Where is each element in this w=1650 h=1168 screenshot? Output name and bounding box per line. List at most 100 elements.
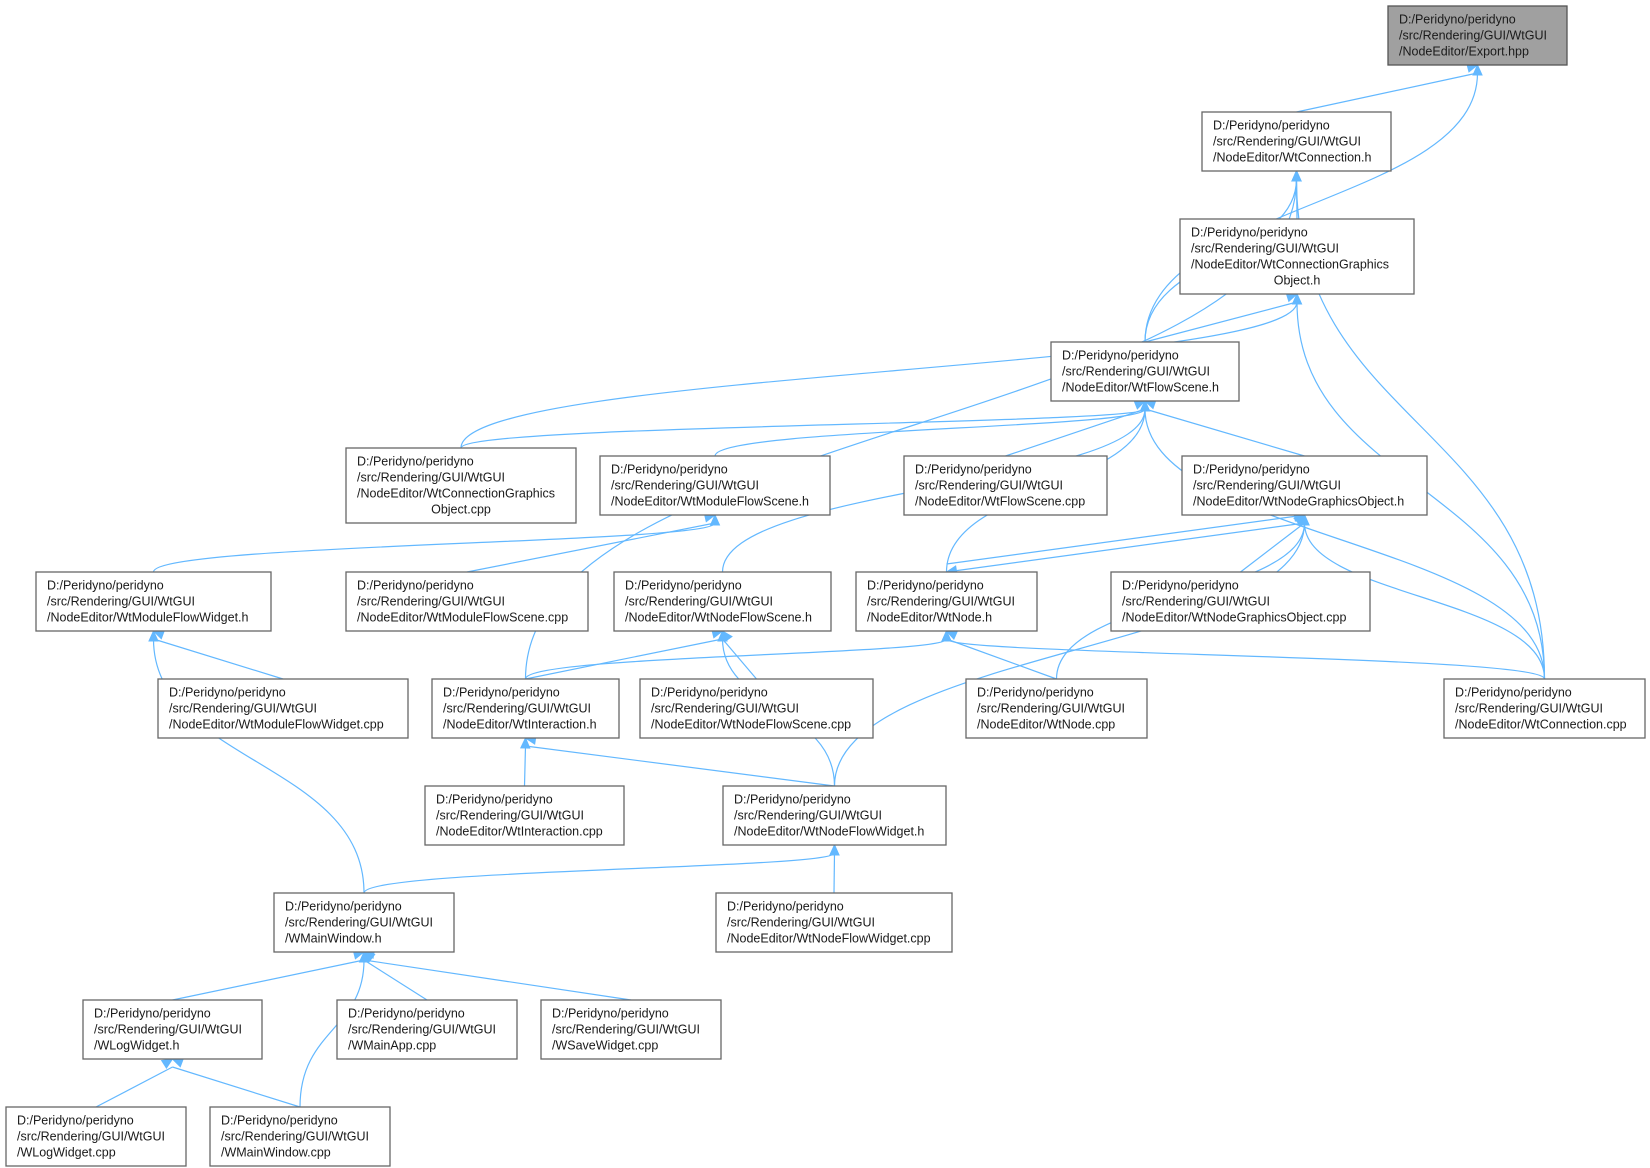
node-label-line: /src/Rendering/GUI/WtGUI: [1193, 479, 1341, 493]
node-label-line: D:/Peridyno/peridyno: [47, 579, 164, 593]
node-box: [540, 999, 722, 1060]
file-node-wtnodeflowscene-h[interactable]: D:/Peridyno/peridyno/src/Rendering/GUI/W…: [613, 571, 832, 632]
dependency-edge: [1005, 408, 1146, 457]
node-label-line: /src/Rendering/GUI/WtGUI: [734, 809, 882, 823]
node-label-line: /src/Rendering/GUI/WtGUI: [977, 702, 1125, 716]
arrowhead: [709, 513, 721, 526]
node-label-line: /NodeEditor/Export.hpp: [1399, 45, 1529, 59]
node-label-line: /src/Rendering/GUI/WtGUI: [651, 702, 799, 716]
dependency-edge: [460, 408, 1146, 449]
node-box: [965, 678, 1148, 739]
file-node-wtnodegfx-cpp[interactable]: D:/Peridyno/peridyno/src/Rendering/GUI/W…: [1110, 571, 1371, 632]
arrowhead: [941, 629, 952, 642]
node-label-line: /src/Rendering/GUI/WtGUI: [1062, 365, 1210, 379]
node-layer: D:/Peridyno/peridyno/src/Rendering/GUI/W…: [5, 5, 1646, 1167]
dependency-edge: [363, 959, 428, 1001]
dependency-edge: [523, 745, 527, 787]
file-node-wtnode-cpp[interactable]: D:/Peridyno/peridyno/src/Rendering/GUI/W…: [965, 678, 1148, 739]
file-node-export-hpp[interactable]: D:/Peridyno/peridyno/src/Rendering/GUI/W…: [1387, 5, 1568, 66]
file-node-wtnodeflowwidget-h[interactable]: D:/Peridyno/peridyno/src/Rendering/GUI/W…: [722, 785, 947, 846]
node-label-line: D:/Peridyno/peridyno: [727, 900, 844, 914]
node-label-line: /NodeEditor/WtNode.h: [867, 611, 992, 625]
node-box: [1110, 571, 1371, 632]
node-label-line: D:/Peridyno/peridyno: [552, 1007, 669, 1021]
node-label-line: D:/Peridyno/peridyno: [1213, 119, 1330, 133]
file-node-wtconngfx-h[interactable]: D:/Peridyno/peridyno/src/Rendering/GUI/W…: [1179, 218, 1415, 295]
file-node-wtconnection-cpp[interactable]: D:/Peridyno/peridyno/src/Rendering/GUI/W…: [1443, 678, 1646, 739]
node-box: [1181, 455, 1428, 516]
node-label-line: /NodeEditor/WtConnectionGraphics: [357, 487, 555, 501]
node-label-line: /NodeEditor/WtInteraction.h: [443, 718, 597, 732]
dependency-edge: [363, 852, 836, 894]
dependency-edge: [152, 522, 716, 573]
node-label-line: /src/Rendering/GUI/WtGUI: [727, 916, 875, 930]
node-label-line: /WMainApp.cpp: [348, 1039, 436, 1053]
file-node-wtmoduleflowwidget-cpp[interactable]: D:/Peridyno/peridyno/src/Rendering/GUI/W…: [157, 678, 409, 739]
file-node-wlogwidget-h[interactable]: D:/Peridyno/peridyno/src/Rendering/GUI/W…: [82, 999, 263, 1060]
node-box: [273, 892, 455, 953]
node-label-line: D:/Peridyno/peridyno: [221, 1114, 338, 1128]
node-box: [639, 678, 874, 739]
file-node-wtflowscene-cpp[interactable]: D:/Peridyno/peridyno/src/Rendering/GUI/W…: [903, 455, 1108, 516]
node-label-line: /NodeEditor/WtNodeFlowScene.cpp: [651, 718, 851, 732]
node-label-line: /NodeEditor/WtNodeFlowWidget.cpp: [727, 932, 931, 946]
node-label-line: D:/Peridyno/peridyno: [1122, 579, 1239, 593]
dependency-edge: [1240, 522, 1305, 573]
node-label-line: /NodeEditor/WtFlowScene.h: [1062, 381, 1219, 395]
file-node-wtnodegfx-h[interactable]: D:/Peridyno/peridyno/src/Rendering/GUI/W…: [1181, 455, 1428, 516]
dependency-edge: [946, 514, 1305, 565]
arrowhead: [358, 950, 370, 963]
file-node-wtconngfx-cpp[interactable]: D:/Peridyno/peridyno/src/Rendering/GUI/W…: [345, 447, 577, 524]
dependency-edge: [460, 301, 1298, 449]
node-label-line: D:/Peridyno/peridyno: [348, 1007, 465, 1021]
dependency-edge: [1144, 408, 1305, 457]
file-node-wmainapp-cpp[interactable]: D:/Peridyno/peridyno/src/Rendering/GUI/W…: [336, 999, 518, 1060]
file-node-wtflowscene-h[interactable]: D:/Peridyno/peridyno/src/Rendering/GUI/W…: [1050, 341, 1240, 402]
node-label-line: /src/Rendering/GUI/WtGUI: [169, 702, 317, 716]
dependency-edge: [299, 959, 365, 1108]
node-label-line: /WLogWidget.h: [94, 1039, 180, 1053]
node-label-line: D:/Peridyno/peridyno: [611, 463, 728, 477]
file-node-wtconnection-h[interactable]: D:/Peridyno/peridyno/src/Rendering/GUI/W…: [1201, 111, 1392, 172]
node-label-line: D:/Peridyno/peridyno: [1062, 349, 1179, 363]
node-label-line: /src/Rendering/GUI/WtGUI: [1122, 595, 1270, 609]
node-box: [82, 999, 263, 1060]
node-label-line: /src/Rendering/GUI/WtGUI: [443, 702, 591, 716]
node-label-line: /NodeEditor/WtConnectionGraphics: [1191, 258, 1389, 272]
file-node-wtnodeflowscene-cpp[interactable]: D:/Peridyno/peridyno/src/Rendering/GUI/W…: [639, 678, 874, 739]
dependency-edge: [1303, 522, 1546, 680]
node-label-line: D:/Peridyno/peridyno: [915, 463, 1032, 477]
dependency-edge: [945, 638, 1546, 680]
node-box: [1443, 678, 1646, 739]
node-box: [209, 1106, 391, 1167]
file-node-wtmoduleflowwidget-h[interactable]: D:/Peridyno/peridyno/src/Rendering/GUI/W…: [35, 571, 272, 632]
dependency-edge: [172, 959, 365, 1001]
node-label-line: /src/Rendering/GUI/WtGUI: [1455, 702, 1603, 716]
file-node-wtinteraction-cpp[interactable]: D:/Peridyno/peridyno/src/Rendering/GUI/W…: [424, 785, 625, 846]
node-label-line: /WSaveWidget.cpp: [552, 1039, 658, 1053]
node-label-line: /NodeEditor/WtModuleFlowWidget.h: [47, 611, 249, 625]
node-label-line: /src/Rendering/GUI/WtGUI: [867, 595, 1015, 609]
file-node-wtnode-h[interactable]: D:/Peridyno/peridyno/src/Rendering/GUI/W…: [855, 571, 1038, 632]
file-node-wtmoduleflowscene-cpp[interactable]: D:/Peridyno/peridyno/src/Rendering/GUI/W…: [345, 571, 589, 632]
dependency-edge: [95, 1066, 173, 1108]
file-node-wmainwindow-h[interactable]: D:/Peridyno/peridyno/src/Rendering/GUI/W…: [273, 892, 455, 953]
node-box: [903, 455, 1108, 516]
node-label-line: D:/Peridyno/peridyno: [651, 686, 768, 700]
file-node-wsavewidget-cpp[interactable]: D:/Peridyno/peridyno/src/Rendering/GUI/W…: [540, 999, 722, 1060]
node-box: [715, 892, 953, 953]
node-box: [35, 571, 272, 632]
node-label-line: /NodeEditor/WtFlowScene.cpp: [915, 495, 1085, 509]
file-node-wlogwidget-cpp[interactable]: D:/Peridyno/peridyno/src/Rendering/GUI/W…: [5, 1106, 187, 1167]
arrowhead: [148, 629, 159, 642]
node-label-line: /NodeEditor/WtModuleFlowWidget.cpp: [169, 718, 384, 732]
node-label-line: /src/Rendering/GUI/WtGUI: [1399, 29, 1547, 43]
file-node-wtinteraction-h[interactable]: D:/Peridyno/peridyno/src/Rendering/GUI/W…: [431, 678, 620, 739]
node-label-line: /src/Rendering/GUI/WtGUI: [1191, 242, 1339, 256]
file-node-wtmoduleflowscene-h[interactable]: D:/Peridyno/peridyno/src/Rendering/GUI/W…: [599, 455, 831, 516]
node-box: [1179, 218, 1415, 295]
arrowhead: [829, 843, 840, 856]
file-node-wmainwindow-cpp[interactable]: D:/Peridyno/peridyno/src/Rendering/GUI/W…: [209, 1106, 391, 1167]
file-node-wtnodeflowwidget-cpp[interactable]: D:/Peridyno/peridyno/src/Rendering/GUI/W…: [715, 892, 953, 953]
